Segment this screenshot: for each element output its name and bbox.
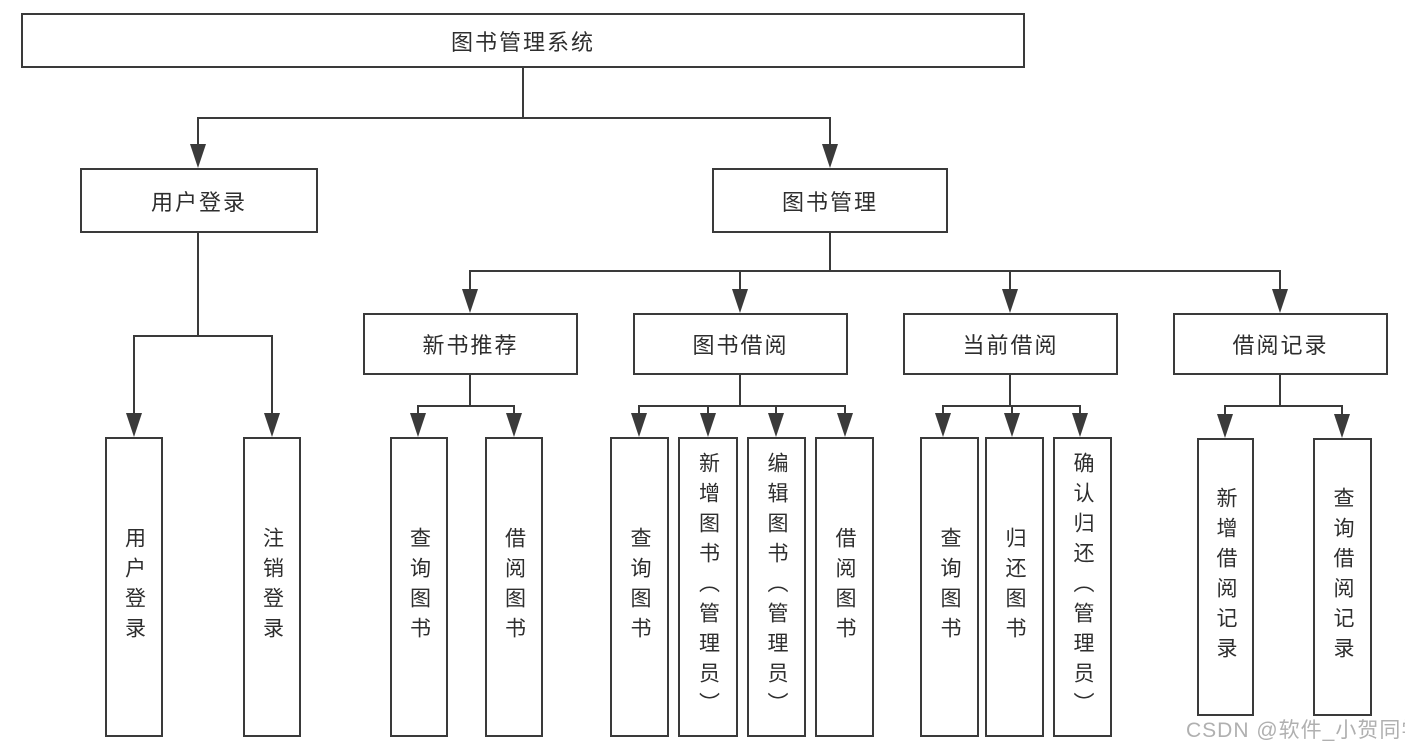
leaf-label: 查询借阅记录 [1331, 487, 1354, 667]
leaf-label: 查询图书 [628, 527, 651, 647]
node-new-book-recommendation: 新书推荐 [363, 313, 578, 375]
node-label: 当前借阅 [962, 333, 1059, 358]
node-label: 图书借阅 [692, 333, 789, 358]
leaf-edit-books-admin: 编辑图书（管理员） [747, 437, 806, 737]
leaf-user-login: 用户登录 [105, 437, 163, 737]
leaf-label: 新增图书（管理员） [696, 452, 720, 722]
node-library-management-system: 图书管理系统 [21, 13, 1025, 68]
node-label: 图书管理系统 [450, 29, 595, 55]
node-book-borrowing: 图书借阅 [633, 313, 848, 375]
node-label: 新书推荐 [422, 333, 519, 358]
leaf-label: 归还图书 [1003, 527, 1026, 647]
leaf-return-books: 归还图书 [985, 437, 1044, 737]
node-current-borrowing: 当前借阅 [903, 313, 1118, 375]
leaf-query-books-current: 查询图书 [920, 437, 979, 737]
leaf-label: 新增借阅记录 [1214, 487, 1237, 667]
leaf-label: 用户登录 [122, 527, 146, 647]
node-borrowing-records: 借阅记录 [1173, 313, 1388, 375]
node-label: 用户登录 [150, 189, 247, 215]
leaf-add-borrow-record: 新增借阅记录 [1197, 438, 1254, 716]
leaf-borrow-books: 借阅图书 [815, 437, 874, 737]
node-label: 图书管理 [781, 189, 878, 215]
leaf-query-books-recommend: 查询图书 [390, 437, 448, 737]
leaf-label: 借阅图书 [833, 527, 856, 647]
leaf-confirm-return-admin: 确认归还（管理员） [1053, 437, 1112, 737]
leaf-label: 查询图书 [938, 527, 961, 647]
leaf-logout: 注销登录 [243, 437, 301, 737]
node-label: 借阅记录 [1232, 333, 1329, 358]
node-user-login: 用户登录 [80, 168, 318, 233]
node-book-management: 图书管理 [712, 168, 948, 233]
leaf-borrow-books-recommend: 借阅图书 [485, 437, 543, 737]
leaf-label: 编辑图书（管理员） [765, 452, 788, 722]
leaf-label: 注销登录 [260, 527, 284, 647]
arrowheads [126, 144, 1350, 438]
csdn-watermark: CSDN @软件_小贺同学 [1186, 719, 1405, 742]
leaf-label: 借阅图书 [502, 527, 526, 647]
leaf-add-books-admin: 新增图书（管理员） [678, 437, 738, 737]
leaf-label: 查询图书 [407, 527, 431, 647]
connector-path [133, 68, 1343, 417]
leaf-label: 确认归还（管理员） [1071, 452, 1094, 722]
leaf-query-books-borrow: 查询图书 [610, 437, 669, 737]
leaf-query-borrow-record: 查询借阅记录 [1313, 438, 1372, 716]
